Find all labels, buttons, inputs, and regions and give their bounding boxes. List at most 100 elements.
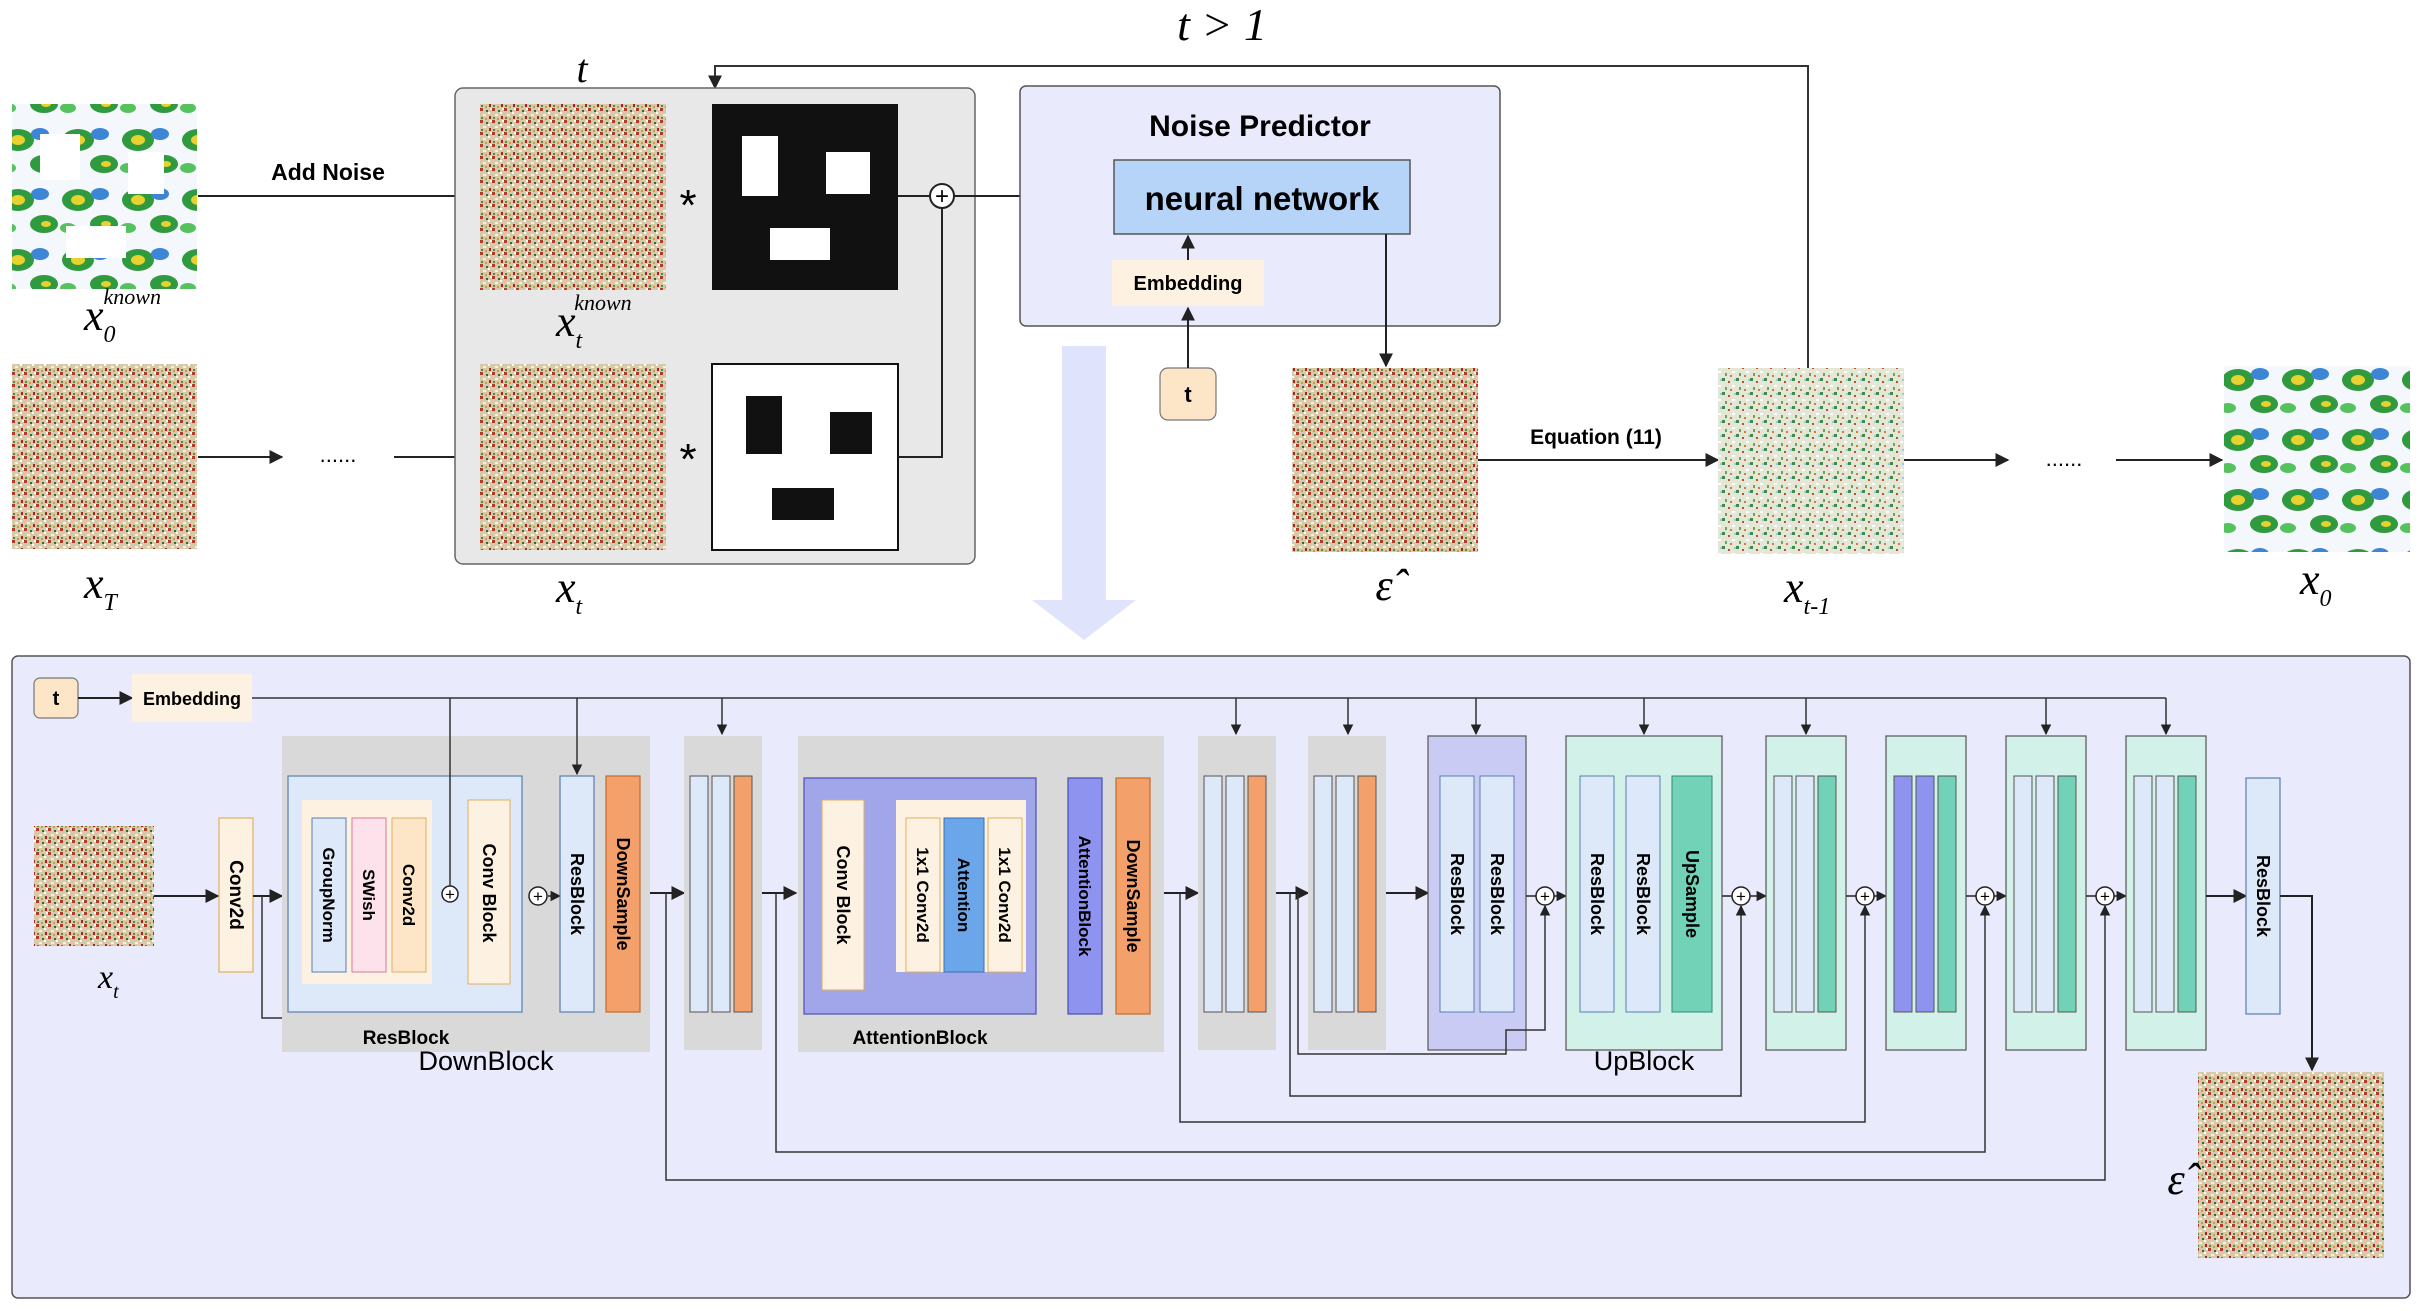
skip-3	[1179, 893, 1871, 1123]
down-plus-1	[528, 886, 548, 906]
t-label: t	[576, 46, 588, 91]
attention-block-vertical-label: AttentionBlock	[1075, 836, 1094, 957]
skip-4	[775, 893, 1991, 1153]
upb-resblock-2-label: ResBlock	[1633, 853, 1653, 936]
eps-hat-top: ε̂	[1375, 561, 1409, 610]
downblock-label: DownBlock	[418, 1046, 554, 1076]
conv2d-label: Conv2d	[225, 860, 246, 930]
ut5-bar-3	[2057, 775, 2077, 1013]
xt-minus-1-image	[1718, 368, 1904, 554]
mask-known	[712, 104, 898, 290]
swish-box	[351, 817, 387, 973]
ut6-bar-2	[2155, 775, 2175, 1013]
upsample-box	[1671, 775, 1713, 1013]
up-plus-2-sym: +	[1736, 887, 1746, 906]
add-noise-label: Add Noise	[271, 159, 385, 185]
gb5-bar-1	[1313, 775, 1333, 1013]
mask-unknown	[711, 363, 899, 551]
up-plus-3-sym: +	[1860, 887, 1870, 906]
conv1x1-b-box	[987, 817, 1023, 973]
x0-output-var: x0	[2299, 555, 2332, 612]
groupnorm-label: GroupNorm	[319, 847, 338, 942]
upblock-label: UpBlock	[1594, 1046, 1695, 1076]
downsample-box-2	[1115, 777, 1151, 1015]
skip-1	[1297, 893, 1551, 1055]
conv1x1-a-label: 1x1 Conv2d	[913, 847, 932, 942]
up-resblock-2-label: ResBlock	[1487, 853, 1507, 936]
ut5-bar-2	[2035, 775, 2055, 1013]
attn-convblock-label: Conv Block	[833, 845, 853, 945]
downsample-box-1	[605, 775, 641, 1013]
gb5-bar-2	[1335, 775, 1355, 1013]
embedding-label-top: Embedding	[1134, 273, 1243, 295]
skip-5	[665, 893, 2111, 1181]
ut4-bar-3	[1937, 775, 1957, 1013]
ut6-bar-3	[2177, 775, 2197, 1013]
embedding-box-bottom	[132, 674, 252, 722]
embedding-box-top	[1112, 260, 1264, 306]
t-box-top-label: t	[1184, 382, 1192, 407]
gb2-bar-3	[733, 775, 753, 1013]
down-resblock-box	[559, 775, 595, 1013]
dots-right: ......	[2046, 446, 2083, 471]
xT-var: xT	[83, 559, 119, 616]
x0-output-image	[2224, 366, 2410, 552]
gb5-bar-3	[1357, 775, 1377, 1013]
down-resblock-label: ResBlock	[567, 853, 587, 936]
ut3-bar-3	[1817, 775, 1837, 1013]
upb-resblock-1-label: ResBlock	[1587, 853, 1607, 936]
t-box-bottom-label: t	[53, 688, 60, 710]
equation-label: Equation (11)	[1530, 426, 1662, 449]
multiply-symbol-2: *	[679, 435, 696, 484]
gb4-bar-2	[1225, 775, 1245, 1013]
final-resblock-box	[2245, 777, 2281, 1015]
mask-unknown-to-plus	[898, 206, 943, 458]
xt-var: xt	[555, 563, 584, 620]
upb-resblock-1-box	[1579, 775, 1615, 1013]
groupnorm-box	[311, 817, 347, 973]
conv2d-inner-label: Conv2d	[399, 864, 418, 926]
xt-known-noise-image	[480, 104, 666, 290]
up-resblock-1-box	[1439, 775, 1475, 1013]
neural-network-label: neural network	[1145, 180, 1380, 217]
attn-convblock-box	[821, 799, 865, 991]
downsample-label-2: DownSample	[1123, 839, 1143, 952]
plus-symbol: +	[935, 183, 949, 210]
up-resblock-2-box	[1479, 775, 1515, 1013]
upb-resblock-2-box	[1625, 775, 1661, 1013]
ut3-bar-1	[1773, 775, 1793, 1013]
xt-noise-image	[480, 364, 666, 550]
xt-minus-1-var: xt-1	[1783, 563, 1830, 620]
output-eps-image	[2198, 1072, 2384, 1258]
resblock-inner-plus-sym: +	[445, 885, 455, 904]
unet-input-var: xt	[97, 959, 119, 1003]
down-plus-1-sym: +	[533, 887, 543, 906]
ut5-bar-1	[2013, 775, 2033, 1013]
up-plus-1-sym: +	[1540, 887, 1550, 906]
gb2-bar-2	[711, 775, 731, 1013]
neural-network-box	[1113, 159, 1411, 235]
conv2d-box	[218, 817, 254, 973]
downsample-label-1: DownSample	[613, 837, 633, 950]
skip-2	[1289, 893, 1747, 1097]
ut4-bar-1	[1893, 775, 1913, 1013]
up-plus-5-sym: +	[2100, 887, 2110, 906]
conv1x1-b-label: 1x1 Conv2d	[995, 847, 1014, 942]
xT-noise-image	[12, 364, 197, 549]
attention-label: Attention	[954, 858, 973, 933]
final-to-output	[2280, 895, 2319, 1072]
x0-known-image	[12, 104, 197, 289]
xt-known-var: xtknown	[555, 290, 632, 354]
gb4-bar-3	[1247, 775, 1267, 1013]
conv1x1-a-box	[905, 817, 941, 973]
gb2-bar-1	[689, 775, 709, 1013]
eps-hat-noise-image	[1292, 368, 1478, 552]
up-plus-4-sym: +	[1980, 887, 1990, 906]
convblock-inner-label: Conv Block	[479, 843, 499, 943]
swish-label: SWish	[359, 869, 378, 921]
loop-condition-label: t > 1	[1177, 0, 1267, 50]
ut3-bar-2	[1795, 775, 1815, 1013]
ut4-bar-2	[1915, 775, 1935, 1013]
noise-predictor-title: Noise Predictor	[1149, 110, 1371, 143]
